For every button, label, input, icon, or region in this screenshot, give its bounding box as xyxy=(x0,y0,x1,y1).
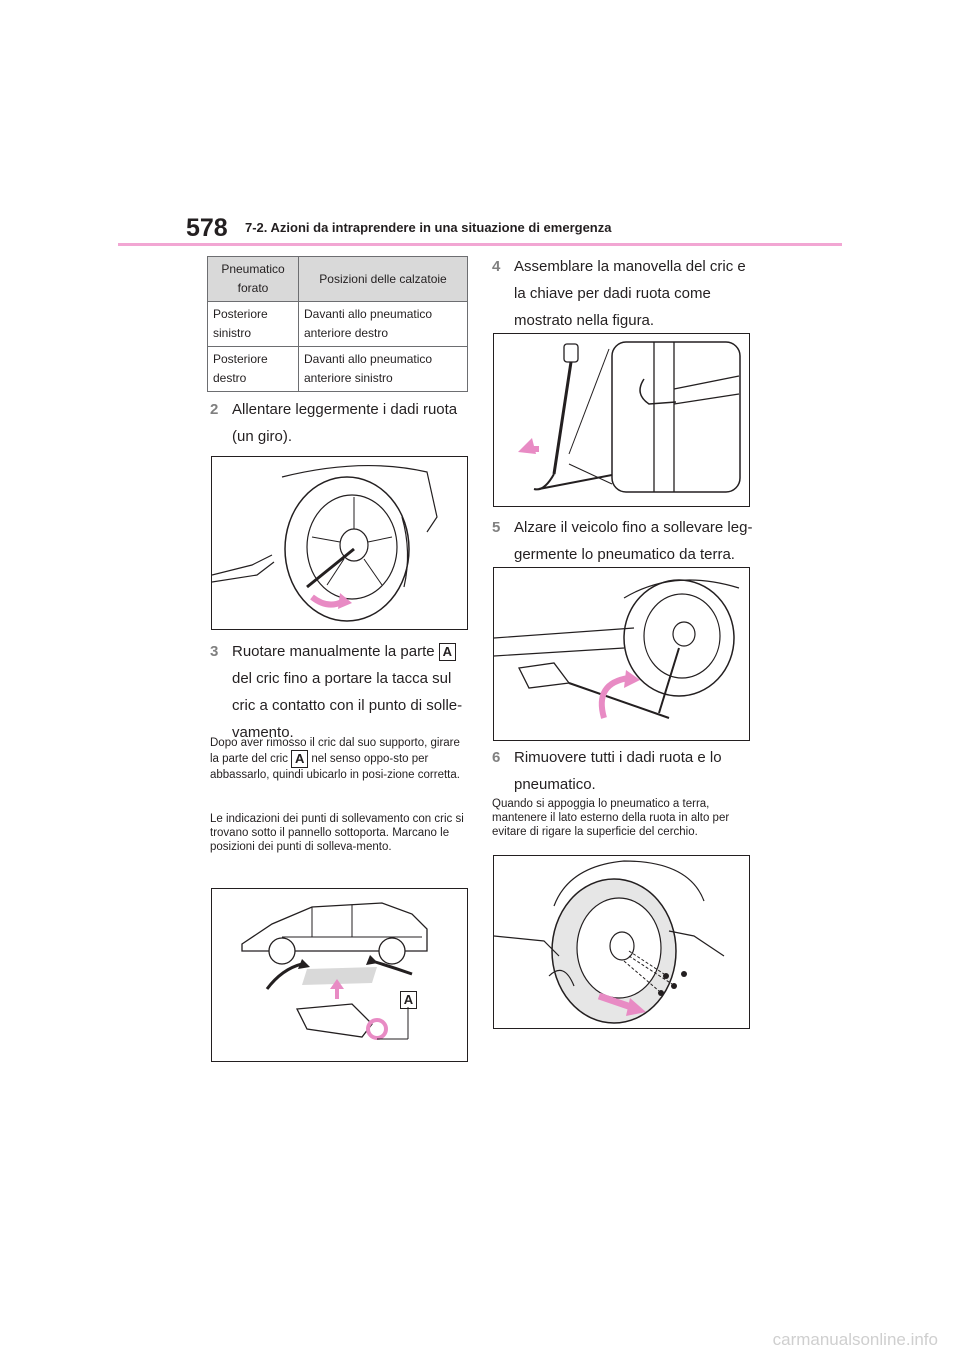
note-text: Le indicazioni dei punti di sollevamento… xyxy=(210,813,464,853)
wheel-chock-table: Pneumatico forato Posizioni delle calzat… xyxy=(207,256,468,392)
note-text: Quando si appoggia lo pneumatico a terra… xyxy=(492,798,730,838)
table-header-cell: Posizioni delle calzatoie xyxy=(298,256,468,302)
figure-loosen-nuts xyxy=(211,456,468,630)
part-a-label: A xyxy=(291,750,309,768)
step-number: 5 xyxy=(492,519,501,536)
remove-tire-illustration xyxy=(494,860,725,1024)
header-rule xyxy=(118,243,842,246)
step-2: 2 Allentare leggermente i dadi ruota (un… xyxy=(210,396,470,450)
step-5: 5 Alzare il veicolo fino a sollevare leg… xyxy=(492,514,754,568)
step-text: Rimuovere tutti i dadi ruota e lo pneuma… xyxy=(514,749,722,793)
note-jack-points: Le indicazioni dei punti di sollevamento… xyxy=(210,812,472,854)
step-text: Alzare il veicolo fino a sollevare leg-g… xyxy=(514,519,753,563)
watermark: carmanualsonline.info xyxy=(772,1330,938,1349)
step-number: 2 xyxy=(210,401,219,418)
page-number: 578 xyxy=(186,214,228,242)
step-text: Ruotare manualmente la parte xyxy=(232,643,435,660)
step-number: 6 xyxy=(492,749,501,766)
step-text: Assemblare la manovella del cric e la ch… xyxy=(514,258,746,329)
table-cell: Posteriore destro xyxy=(207,346,299,392)
figure-assemble-handle xyxy=(493,333,750,507)
table-row: Posteriore sinistro Davanti allo pneumat… xyxy=(207,301,468,347)
note-text: Dopo aver rimosso il cric dal suo suppor… xyxy=(210,737,460,766)
table-cell: Davanti allo pneumatico anteriore sinist… xyxy=(298,346,468,392)
part-a-label: A xyxy=(400,991,417,1009)
raise-vehicle-illustration xyxy=(494,579,740,719)
part-a-label: A xyxy=(438,643,456,662)
step-text: del cric fino a portare la tacca sul cri… xyxy=(232,670,463,741)
figure-jack-points: A xyxy=(211,888,468,1062)
section-title: 7-2. Azioni da intraprendere in una situ… xyxy=(245,220,612,235)
jack-points-illustration xyxy=(241,902,428,1040)
step-3: 3 Ruotare manualmente la parte A del cri… xyxy=(210,638,472,746)
figure-raise-vehicle xyxy=(493,567,750,741)
step-number: 4 xyxy=(492,258,501,275)
note-lower-jack: Dopo aver rimosso il cric dal suo suppor… xyxy=(210,736,472,782)
figure-remove-tire xyxy=(493,855,750,1029)
step-number: 3 xyxy=(210,643,219,660)
assemble-handle-illustration xyxy=(518,341,741,493)
table-cell: Posteriore sinistro xyxy=(207,301,299,347)
table-header-cell: Pneumatico forato xyxy=(207,256,299,302)
note-tire-placement: Quando si appoggia lo pneumatico a terra… xyxy=(492,797,754,839)
step-text: Allentare leggermente i dadi ruota (un g… xyxy=(232,401,458,445)
table-row: Posteriore destro Davanti allo pneumatic… xyxy=(207,346,468,392)
note-text: nel senso oppo-sto per abbassarlo, quind… xyxy=(210,753,460,781)
loosen-nuts-illustration xyxy=(212,465,438,622)
step-4: 4 Assemblare la manovella del cric e la … xyxy=(492,253,754,334)
table-cell: Davanti allo pneumatico anteriore destro xyxy=(298,301,468,347)
table-header-row: Pneumatico forato Posizioni delle calzat… xyxy=(207,256,468,302)
step-6: 6 Rimuovere tutti i dadi ruota e lo pneu… xyxy=(492,744,754,798)
